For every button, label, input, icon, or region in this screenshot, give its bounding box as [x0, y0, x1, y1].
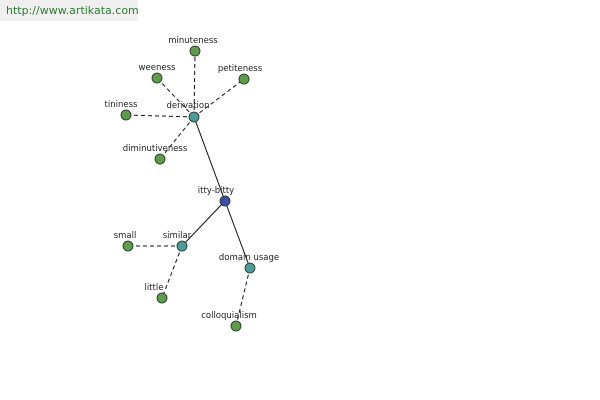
- edge-derivation-to-petiteness: [193, 78, 245, 118]
- edge-itty-bitty-to-derivation: [193, 116, 226, 202]
- edge-derivation-to-weeness: [156, 77, 195, 118]
- url-banner: http://www.artikata.com: [0, 0, 139, 21]
- node-itty-bitty[interactable]: [219, 195, 231, 207]
- nodes-layer: [120, 45, 256, 332]
- edge-similar-to-little: [161, 245, 183, 299]
- edge-derivation-to-diminutiveness: [159, 116, 195, 160]
- edges-layer: [125, 50, 251, 327]
- node-label-minuteness: minuteness: [168, 36, 218, 46]
- node-label-petiteness: petiteness: [218, 64, 263, 74]
- node-small[interactable]: [122, 240, 134, 252]
- site-url-link[interactable]: http://www.artikata.com: [6, 4, 139, 17]
- node-label-weeness: weeness: [139, 63, 176, 73]
- node-label-domain-usage: domain usage: [219, 253, 279, 263]
- node-label-itty-bitty: itty-bitty: [198, 186, 234, 196]
- node-derivation[interactable]: [188, 111, 200, 123]
- node-label-tininess: tininess: [105, 100, 138, 110]
- edge-itty-bitty-to-domain-usage: [224, 200, 251, 269]
- edge-derivation-to-tininess: [125, 114, 195, 118]
- node-label-colloquialism: colloquialism: [201, 311, 257, 321]
- edge-domain-usage-to-colloquialism: [235, 267, 251, 327]
- node-little[interactable]: [156, 292, 168, 304]
- node-petiteness[interactable]: [238, 73, 250, 85]
- node-label-derivation: derivation: [166, 101, 209, 111]
- node-tininess[interactable]: [120, 109, 132, 121]
- node-domain-usage[interactable]: [244, 262, 256, 274]
- edge-itty-bitty-to-similar: [181, 200, 226, 247]
- node-label-small: small: [114, 231, 137, 241]
- node-minuteness[interactable]: [189, 45, 201, 57]
- node-label-diminutiveness: diminutiveness: [123, 144, 188, 154]
- node-weeness[interactable]: [151, 72, 163, 84]
- node-similar[interactable]: [176, 240, 188, 252]
- node-label-similar: similar: [163, 231, 192, 241]
- node-label-little: little: [145, 283, 164, 293]
- node-diminutiveness[interactable]: [154, 153, 166, 165]
- node-colloquialism[interactable]: [230, 320, 242, 332]
- labels-layer: itty-bitty derivation similar domain usage m…: [105, 36, 280, 321]
